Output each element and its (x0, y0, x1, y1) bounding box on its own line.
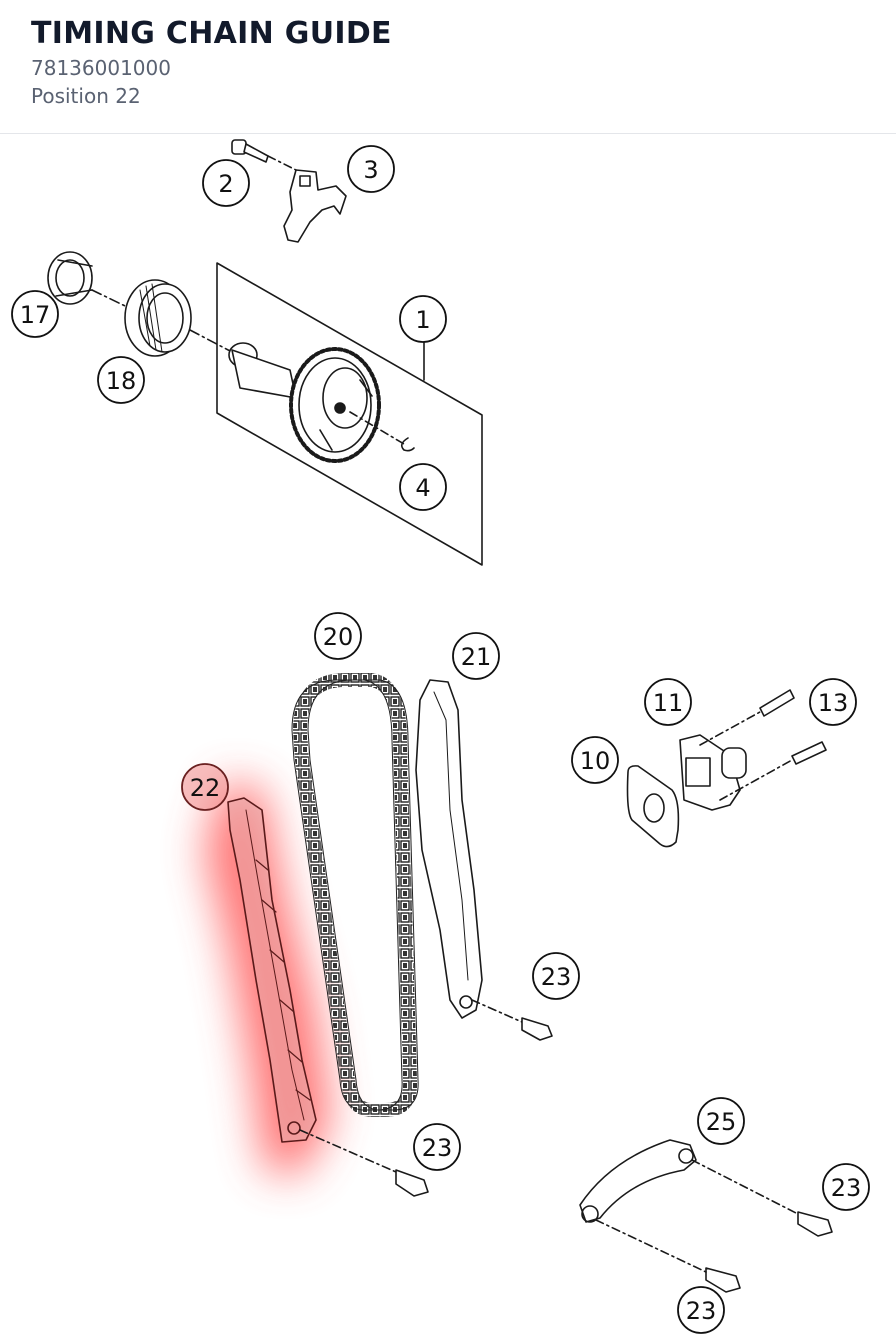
bolt-part-23-a[interactable] (521, 1017, 553, 1041)
chain-tensioner-part-10[interactable] (626, 689, 827, 848)
svg-text:20: 20 (323, 623, 354, 651)
guide-rail-part-22[interactable] (227, 797, 397, 1173)
callout-2[interactable]: 2 (202, 159, 250, 207)
callout-21[interactable]: 21 (452, 632, 500, 680)
callout-20[interactable]: 20 (314, 612, 362, 660)
callout-18[interactable]: 18 (97, 356, 145, 404)
position-label: Position 22 (31, 84, 141, 108)
svg-text:17: 17 (20, 301, 51, 329)
svg-text:4: 4 (415, 474, 430, 502)
svg-text:21: 21 (461, 643, 492, 671)
callout-3[interactable]: 3 (347, 145, 395, 193)
callout-25[interactable]: 25 (697, 1097, 745, 1145)
tensioner-rail-part-21[interactable] (415, 679, 523, 1023)
callout-23-b[interactable]: 23 (413, 1123, 461, 1171)
callout-13[interactable]: 13 (809, 678, 857, 726)
svg-text:11: 11 (653, 689, 684, 717)
page-title: TIMING CHAIN GUIDE (31, 16, 392, 51)
svg-text:3: 3 (363, 156, 378, 184)
callout-23-d[interactable]: 23 (677, 1286, 725, 1334)
callouts: 1 2 3 4 10 11 13 17 (11, 145, 870, 1334)
callout-23-c[interactable]: 23 (822, 1163, 870, 1211)
part-number: 78136001000 (31, 56, 171, 80)
guide-bracket-part-25[interactable] (579, 1139, 799, 1273)
timing-chain-part-20[interactable] (291, 673, 419, 1117)
svg-text:25: 25 (706, 1108, 737, 1136)
svg-text:1: 1 (415, 306, 430, 334)
page-header: TIMING CHAIN GUIDE 78136001000 Position … (0, 0, 896, 134)
callout-22[interactable]: 22 (181, 763, 229, 811)
bolt-part-23-c[interactable] (797, 1211, 833, 1237)
svg-text:10: 10 (580, 747, 611, 775)
svg-text:23: 23 (422, 1134, 453, 1162)
svg-text:23: 23 (831, 1174, 862, 1202)
callout-23-a[interactable]: 23 (532, 952, 580, 1000)
svg-text:23: 23 (541, 963, 572, 991)
svg-text:13: 13 (818, 689, 849, 717)
bolt-part-23-b[interactable] (395, 1169, 429, 1197)
bolt-part-2[interactable] (231, 139, 301, 173)
callout-4[interactable]: 4 (399, 463, 447, 511)
svg-text:22: 22 (190, 774, 221, 802)
svg-text:2: 2 (218, 170, 233, 198)
callout-17[interactable]: 17 (11, 290, 59, 338)
bolt-part-23-d[interactable] (705, 1267, 741, 1293)
callout-11[interactable]: 11 (644, 678, 692, 726)
callout-10[interactable]: 10 (571, 736, 619, 784)
fork-part-3[interactable] (283, 169, 347, 243)
svg-text:23: 23 (686, 1297, 717, 1325)
svg-text:18: 18 (106, 367, 137, 395)
bearing-ring-part-18[interactable] (124, 279, 233, 357)
camshaft-group-part-1[interactable] (216, 262, 483, 566)
callout-1[interactable]: 1 (399, 295, 447, 343)
